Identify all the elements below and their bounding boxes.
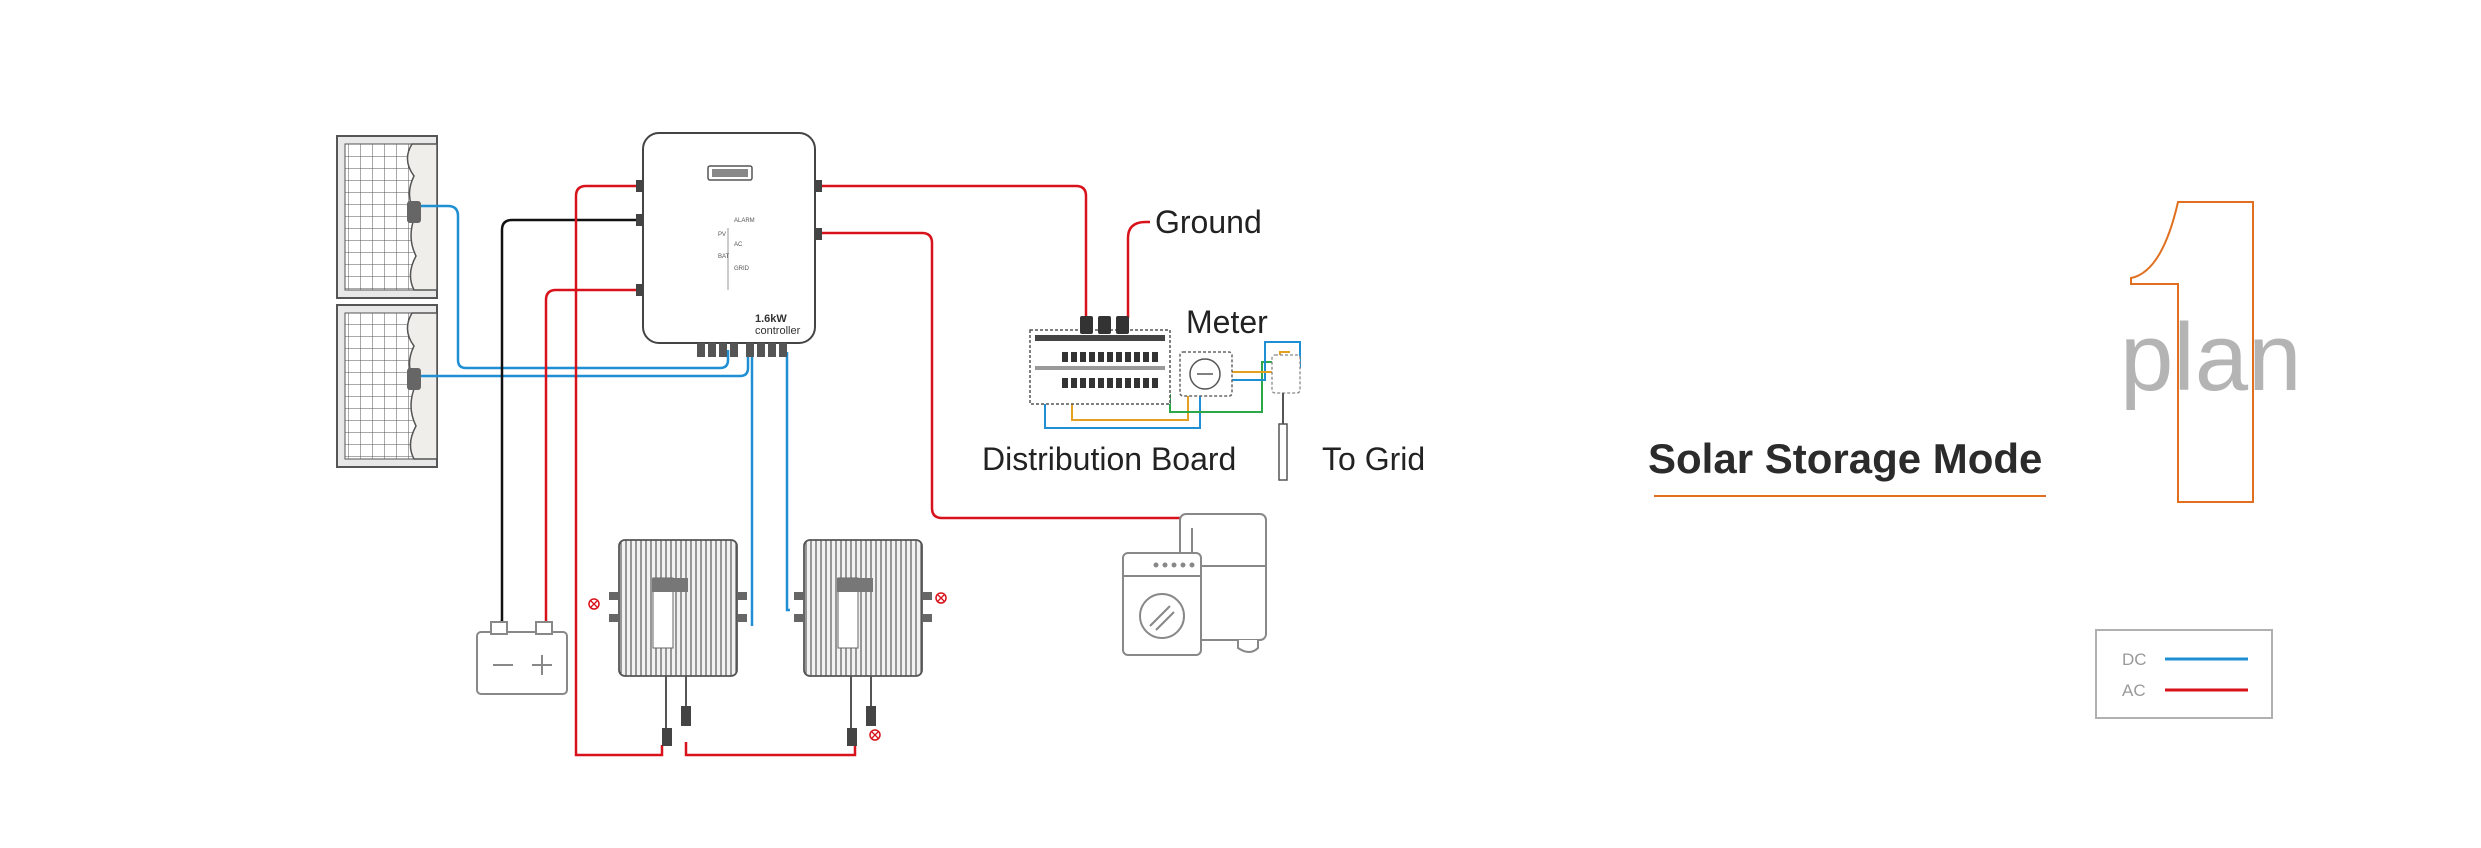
- svg-text:AC: AC: [734, 242, 743, 248]
- plan-number: 1: [0, 0, 1, 1]
- label-distribution-board: Distribution Board: [982, 441, 1236, 477]
- legend-label-dc: DC: [2122, 650, 2147, 669]
- appliances: [1122, 513, 1267, 656]
- legend: DC AC: [2095, 629, 2273, 719]
- battery: [476, 621, 568, 695]
- controller-ports: [697, 343, 787, 357]
- svg-text:PV: PV: [718, 232, 726, 238]
- svg-text:ALARM: ALARM: [734, 218, 755, 224]
- micro-inverter-left: [588, 539, 747, 746]
- ac-wires: [544, 184, 1186, 757]
- meter: [1179, 351, 1301, 397]
- label-to-grid: To Grid: [1322, 441, 1425, 477]
- label-meter: Meter: [1186, 304, 1268, 340]
- controller-rating: 1.6kW: [755, 313, 787, 325]
- micro-inverter-right: [794, 539, 947, 746]
- controller-unit: PV ALARM AC BAT GRID 1.6kW controller: [636, 132, 822, 357]
- svg-text:BAT: BAT: [718, 254, 730, 260]
- distribution-board: [1029, 316, 1171, 405]
- svg-text:GRID: GRID: [734, 266, 750, 272]
- solar-panel-bottom: [336, 304, 438, 468]
- legend-label-ac: AC: [2122, 681, 2146, 700]
- controller-name: controller: [755, 325, 801, 337]
- plan-word: plan: [2120, 304, 2302, 411]
- black-wire: [500, 218, 637, 624]
- solar-panel-top: [336, 135, 438, 299]
- label-ground: Ground: [1155, 204, 1262, 240]
- plan-number-outline: 1: [0, 0, 2254, 503]
- grid-connector: [1278, 393, 1288, 481]
- mode-title: Solar Storage Mode: [1648, 435, 2042, 482]
- dc-wires: [421, 204, 790, 626]
